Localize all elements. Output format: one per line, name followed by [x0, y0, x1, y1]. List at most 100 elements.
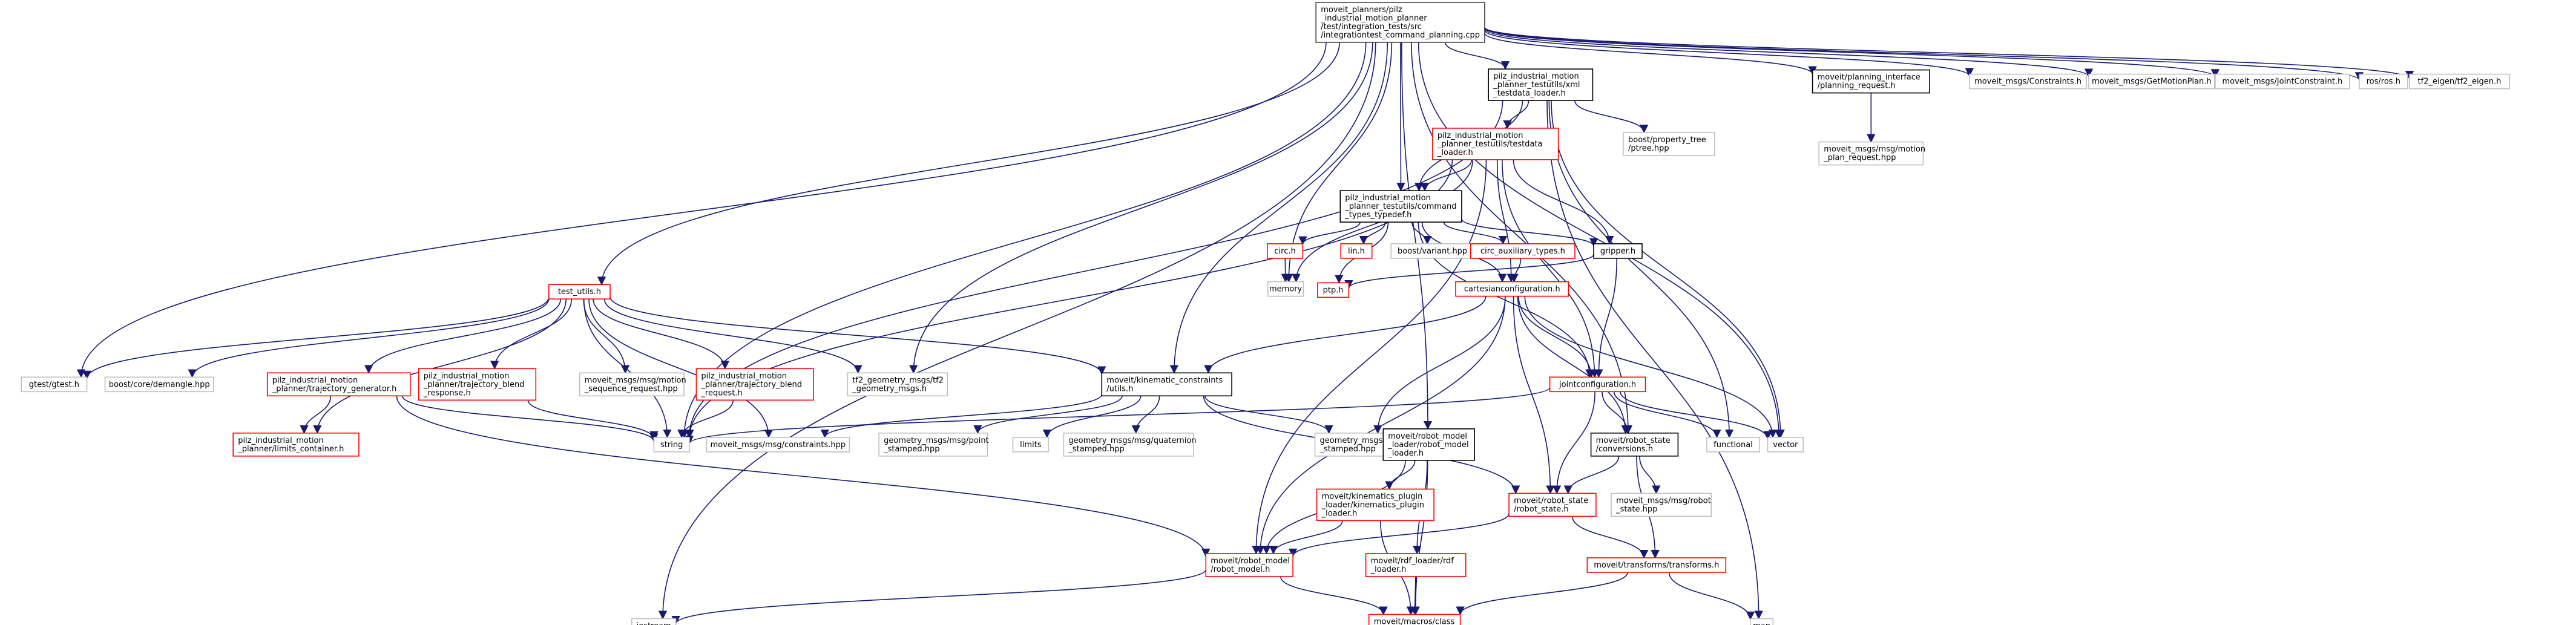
- edge-root-to-joint_constraint: [1484, 27, 2220, 78]
- node-conversions[interactable]: moveit/robot_state/conversions.h: [1590, 432, 1679, 457]
- node-class-forward[interactable]: moveit/macros/class_forward.h: [1368, 614, 1461, 625]
- node-label: test_utils.h: [558, 287, 601, 296]
- edge-kinematics_plugin_loader-to-robot_model_h: [1269, 520, 1343, 555]
- node-label: circ_auxiliary_types.h: [1480, 247, 1565, 256]
- edge-xml_testdata_loader-to-map: [1546, 100, 1763, 620]
- node-lin-h[interactable]: lin.h: [1340, 243, 1373, 259]
- edge-root-to-xml_testdata_loader: [1444, 42, 1510, 70]
- node-ptp-h[interactable]: ptp.h: [1317, 282, 1350, 298]
- node-box: [1593, 243, 1643, 259]
- node-box: [706, 436, 850, 453]
- node-box: [1267, 243, 1304, 259]
- node-label: _response.h: [423, 388, 471, 398]
- edge-joint_config-to-functional: [1613, 391, 1721, 439]
- node-robot-model-h[interactable]: moveit/robot_model/robot_model.h: [1205, 553, 1293, 577]
- node-label: tf2_eigen/tf2_eigen.h: [2418, 77, 2502, 87]
- node-box: [1267, 281, 1304, 297]
- node-label: ros/ros.h: [2367, 77, 2400, 87]
- edge-xml_testdata_loader-to-property_tree: [1574, 100, 1649, 134]
- edges-layer: [76, 27, 2414, 625]
- edge-testdata_loader-to-joint_config: [1502, 159, 1599, 378]
- edge-gripper_h-to-ptp_h: [1344, 254, 1594, 289]
- node-label: _planner/trajectory_blend: [423, 380, 525, 389]
- node-label: moveit_msgs/msg/robot: [1616, 496, 1711, 505]
- node-robot-state-h[interactable]: moveit/robot_state/robot_state.h: [1508, 492, 1597, 517]
- node-label: pilz_industrial_motion: [272, 376, 358, 385]
- edge-trajectory_generator-to-limits_container: [300, 396, 331, 434]
- edge-trajectory_generator-to-robot_model_h: [396, 396, 1211, 558]
- edge-test_utils-to-kinematic_constraints: [610, 296, 1106, 375]
- node-rdf-loader[interactable]: moveit/rdf_loader/rdf_loader.h: [1365, 553, 1467, 577]
- node-joint-config[interactable]: jointconfiguration.h: [1549, 376, 1646, 393]
- node-box: [21, 376, 88, 393]
- node-label: _planner/trajectory_generator.h: [272, 384, 397, 393]
- node-planning-request[interactable]: moveit/planning_interface/planning_reque…: [1812, 69, 1930, 94]
- node-box: [1368, 614, 1461, 625]
- edge-cartesian_config-to-vector: [1524, 296, 1778, 439]
- node-label: _stamped.hpp: [1319, 445, 1376, 454]
- node-box: [1767, 436, 1804, 453]
- edge-root-to-get_motion_plan: [1484, 28, 2093, 77]
- node-xml-testdata-loader[interactable]: pilz_industrial_motion_planner_testutils…: [1488, 68, 1594, 101]
- node-box: [1590, 432, 1679, 457]
- node-box: [1012, 436, 1049, 453]
- edge-test_utils-to-blend_request: [593, 299, 730, 370]
- node-testdata-loader[interactable]: pilz_industrial_motion_planner_testutils…: [1432, 128, 1559, 160]
- edge-joint_config-to-vector: [1620, 391, 1772, 440]
- node-label: _industrial_motion_planner: [1320, 14, 1427, 23]
- node-label: _loader.h: [1370, 565, 1407, 574]
- edge-robot_model_h-to-class_forward: [1280, 576, 1388, 615]
- node-label: moveit/kinematics_plugin: [1322, 492, 1423, 501]
- node-circ-h[interactable]: circ.h: [1267, 243, 1304, 259]
- node-box: [1340, 243, 1373, 259]
- node-blend-request[interactable]: pilz_industrial_motion_planner/trajector…: [695, 368, 814, 401]
- node-label: moveit_msgs/msg/motion: [585, 376, 686, 385]
- node-box: [2409, 73, 2510, 90]
- node-label: moveit_msgs/msg/constraints.hpp: [711, 440, 846, 450]
- node-blend-response[interactable]: pilz_industrial_motion_planner/trajector…: [418, 368, 537, 401]
- node-box: [1623, 132, 1715, 156]
- node-label: /robot_model.h: [1211, 565, 1270, 574]
- node-kinematics-plugin-loader[interactable]: moveit/kinematics_plugin_loader/kinemati…: [1316, 488, 1434, 522]
- node-robot-model-loader[interactable]: moveit/robot_model_loader/robot_model_lo…: [1382, 428, 1476, 461]
- edge-testdata_loader-to-robot_model_h: [1252, 159, 1487, 555]
- node-label: pilz_industrial_motion: [238, 436, 324, 445]
- node-label: _planner_testutils/testdata: [1437, 140, 1543, 149]
- node-limits-container[interactable]: pilz_industrial_motion_planner/limits_co…: [232, 432, 360, 457]
- edge-xml_testdata_loader-to-testdata_loader: [1503, 100, 1530, 129]
- edge-cartesian_config-to-pose_stamped: [1373, 296, 1506, 434]
- node-label: moveit_msgs/msg/motion: [1824, 145, 1925, 154]
- node-box: [1818, 141, 1924, 166]
- node-label: _types_typedef.h: [1344, 211, 1411, 220]
- node-msg-constraints: moveit_msgs/msg/constraints.hpp: [706, 436, 850, 453]
- node-gripper-h[interactable]: gripper.h: [1593, 243, 1643, 259]
- node-label: _planner_testutils/xml: [1493, 80, 1580, 90]
- node-label: _geometry_msgs.h: [852, 384, 927, 393]
- node-label: map: [1753, 622, 1770, 625]
- node-box: [1488, 68, 1594, 101]
- node-root[interactable]: moveit_planners/pilz_industrial_motion_p…: [1315, 2, 1485, 43]
- node-test-utils[interactable]: test_utils.h: [548, 284, 611, 300]
- node-trajectory-generator[interactable]: pilz_industrial_motion_planner/trajector…: [266, 372, 411, 397]
- node-kinematic-constraints[interactable]: moveit/kinematic_constraints/utils.h: [1101, 372, 1232, 397]
- edge-robot_model_loader-to-class_forward: [1411, 460, 1428, 615]
- node-box: [1470, 243, 1576, 259]
- edge-root-to-tf2_eigen: [1484, 27, 2414, 80]
- node-transforms[interactable]: moveit/transforms/transforms.h: [1586, 557, 1727, 573]
- node-label: _loader/kinematics_plugin: [1321, 500, 1424, 509]
- node-cartesian-config[interactable]: cartesianconfiguration.h: [1455, 281, 1569, 297]
- edge-joint_config-to-string: [685, 387, 1551, 445]
- node-box: [1316, 488, 1434, 522]
- edge-kinematic_constraints-to-msg_constraints: [820, 394, 1103, 439]
- node-memory: memory: [1267, 281, 1304, 297]
- node-label: moveit/planning_interface: [1818, 73, 1920, 82]
- node-label: string: [660, 440, 683, 450]
- node-label: memory: [1269, 285, 1303, 294]
- node-command-types[interactable]: pilz_industrial_motion_planner_testutils…: [1339, 190, 1462, 223]
- node-circ-aux[interactable]: circ_auxiliary_types.h: [1470, 243, 1576, 259]
- node-box: [1317, 282, 1350, 298]
- edge-kinematic_constraints-to-point_stamped: [973, 396, 1123, 434]
- node-label: moveit/robot_model: [1388, 432, 1467, 441]
- node-label: moveit/rdf_loader/rdf: [1371, 557, 1454, 566]
